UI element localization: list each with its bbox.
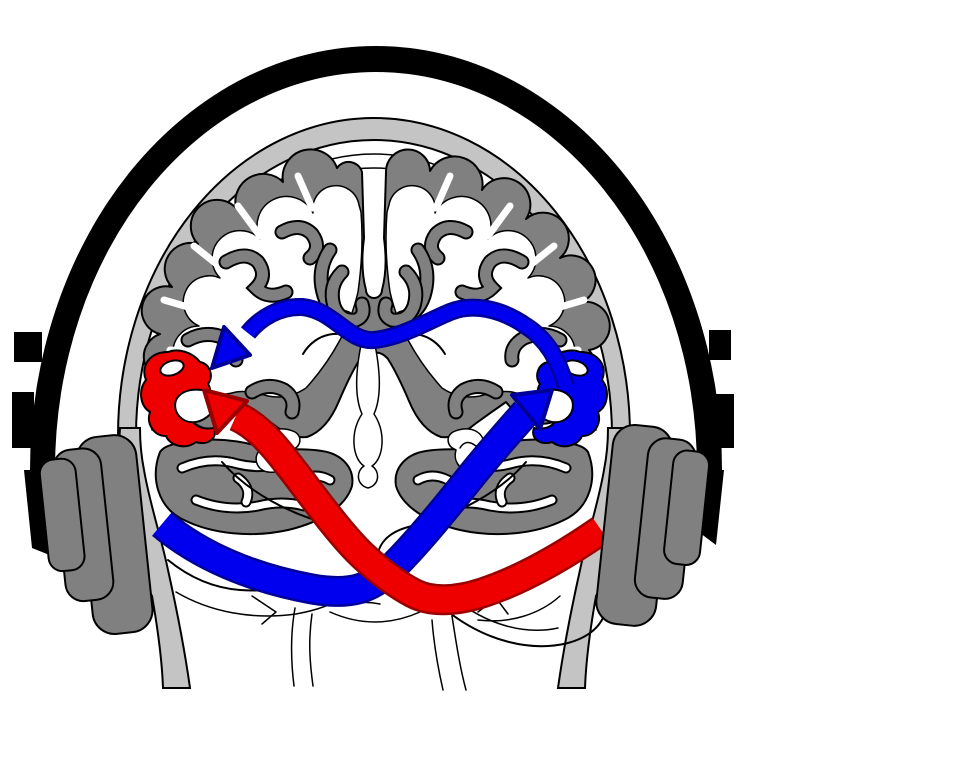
right-ear-cushion [595, 423, 711, 627]
headband-tab-left-lower [12, 392, 34, 448]
right-cushion-layer-outer [663, 449, 711, 566]
left-ear-arrowhead [510, 388, 554, 431]
left-ear-cushion [38, 434, 154, 635]
left-cushion-layer-outer [38, 457, 86, 573]
brainstem-outline [353, 339, 383, 489]
headband-tab-left-upper [14, 332, 42, 362]
headband-tab-right-lower [712, 394, 734, 448]
callosal-arrow-band [242, 300, 573, 388]
callosal-transfer-arrow [210, 297, 575, 389]
right-hippocampus-curl [459, 441, 477, 449]
right-ear-arrowhead [202, 388, 249, 435]
callosal-arrowhead [210, 325, 252, 370]
right-ear-pathway-arrow [202, 388, 610, 616]
neck-lines [251, 595, 509, 691]
headband-tab-right-upper [709, 330, 731, 360]
gyral-folds [180, 220, 568, 420]
right-ear-arrow-band [230, 404, 609, 613]
left-auditory-white-hole [159, 359, 185, 377]
